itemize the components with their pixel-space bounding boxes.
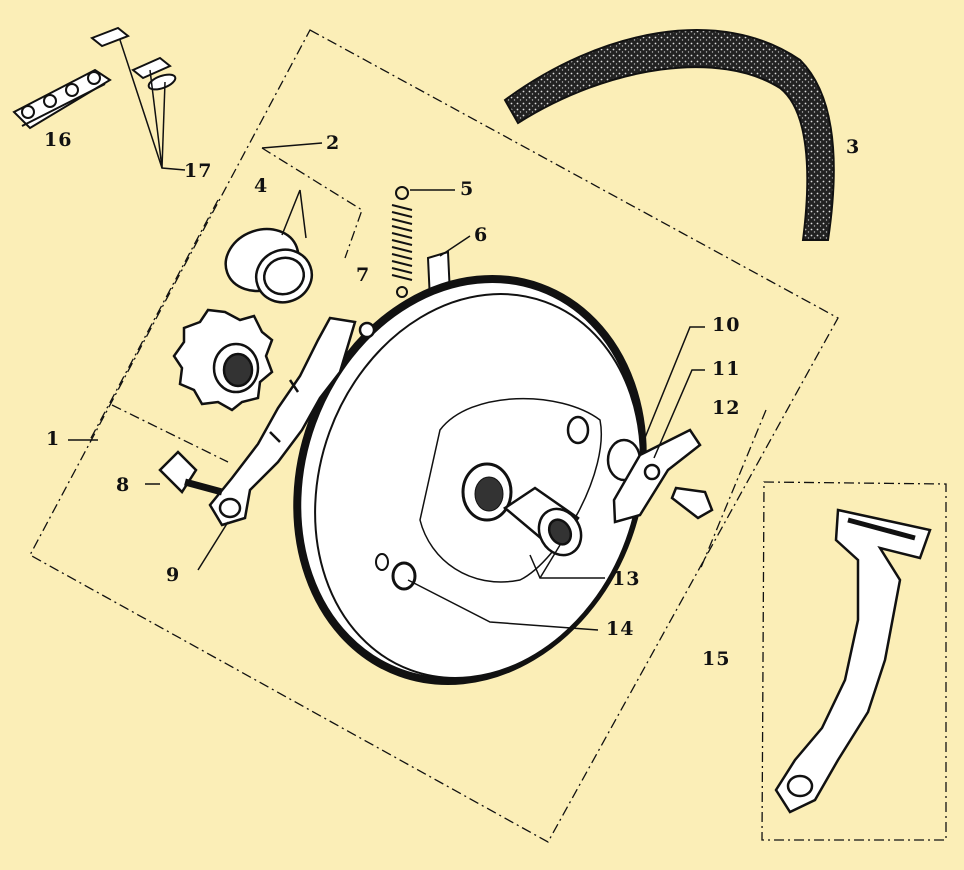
assembly-outline bbox=[29, 29, 839, 843]
pedal-box-outline bbox=[761, 481, 947, 841]
drum-shaft bbox=[502, 486, 583, 557]
sprocket-group-outline bbox=[89, 199, 219, 441]
sprocket bbox=[172, 308, 274, 412]
brake-pedal bbox=[774, 508, 932, 814]
leader-lines bbox=[68, 39, 705, 631]
label-part-14: 14 bbox=[606, 618, 635, 640]
label-part-17: 17 bbox=[184, 160, 213, 182]
label-part-13: 13 bbox=[612, 568, 641, 590]
label-part-7: 7 bbox=[356, 264, 371, 286]
label-part-15: 15 bbox=[702, 648, 731, 670]
tension-spring bbox=[391, 186, 413, 298]
label-part-11: 11 bbox=[712, 358, 741, 380]
adjuster-bolt bbox=[158, 450, 223, 496]
label-part-16: 16 bbox=[44, 129, 73, 151]
label-part-5: 5 bbox=[460, 178, 475, 200]
brake-lining bbox=[503, 29, 835, 241]
label-part-2: 2 bbox=[326, 132, 341, 154]
label-part-3: 3 bbox=[846, 136, 861, 158]
brake-lever bbox=[208, 316, 376, 527]
label-part-12: 12 bbox=[712, 397, 741, 419]
drive-chain bbox=[12, 68, 112, 130]
label-part-9: 9 bbox=[166, 564, 181, 586]
label-part-10: 10 bbox=[712, 314, 741, 336]
group-outlines bbox=[29, 29, 947, 843]
label-part-6: 6 bbox=[474, 224, 489, 246]
chain-clips bbox=[90, 26, 177, 91]
leader-12 bbox=[699, 409, 767, 571]
brake-drum bbox=[293, 274, 647, 686]
bushings bbox=[224, 227, 314, 304]
label-part-1: 1 bbox=[46, 428, 61, 450]
cam-lever bbox=[606, 428, 714, 524]
label-part-8: 8 bbox=[116, 474, 131, 496]
label-part-4: 4 bbox=[254, 175, 269, 197]
lever-group-outline bbox=[111, 404, 229, 463]
